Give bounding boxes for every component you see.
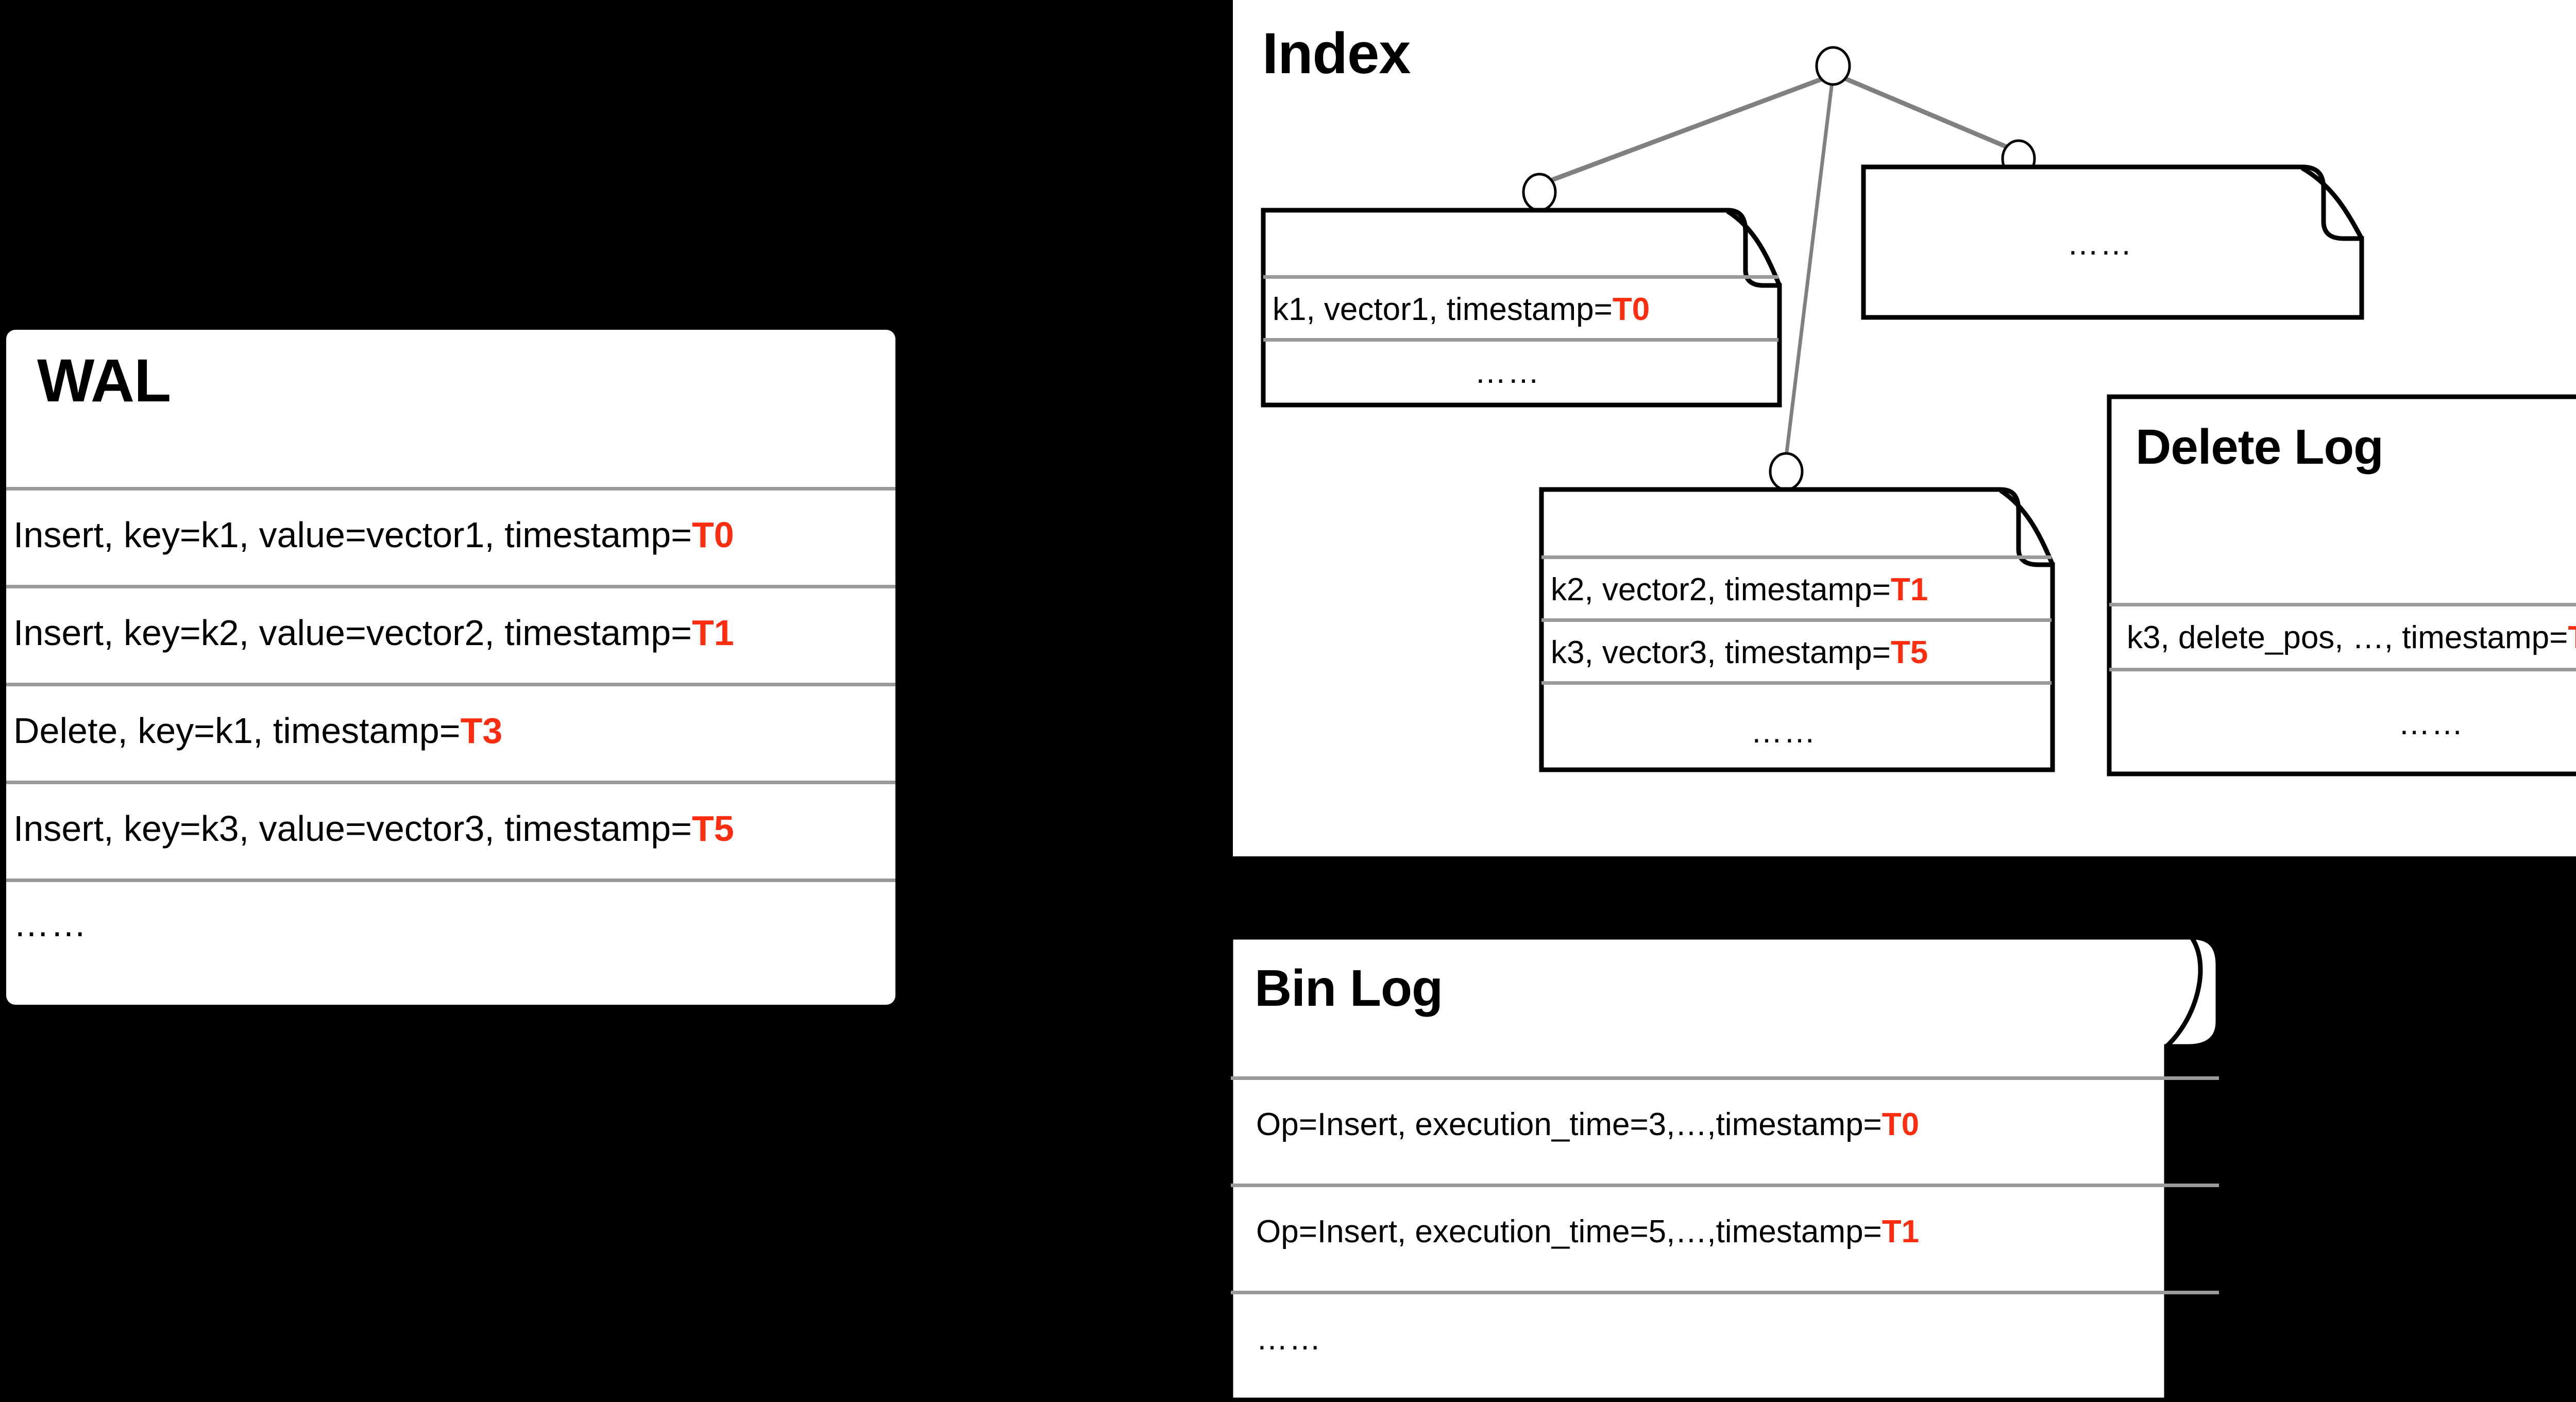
index-leaf-k1-separator-2 [1263, 338, 1778, 342]
wal-title: WAL [37, 347, 171, 415]
wal-row-0-timestamp: T0 [692, 515, 734, 555]
index-leaf-k2k3-row-1: k3, vector3, timestamp=T5 [1551, 637, 1928, 669]
bin-log-separator-3 [1231, 1291, 2219, 1294]
wal-separator-3 [6, 683, 895, 686]
delete-log-separator-1 [2109, 603, 2576, 606]
wal-row-2-timestamp: T3 [460, 711, 503, 751]
index-leaf-k1-separator-1 [1263, 275, 1778, 279]
index-leaf-k1-row-0: k1, vector1, timestamp=T0 [1273, 294, 1650, 326]
bin-log-row-1-timestamp: T1 [1882, 1214, 1920, 1249]
wal-row-0-text: Insert, key=k1, value=vector1, timestamp… [13, 515, 692, 555]
bin-log-title: Bin Log [1255, 959, 1443, 1017]
delete-log-title: Delete Log [2136, 419, 2384, 475]
wal-row-3-text: Insert, key=k3, value=vector3, timestamp… [13, 808, 692, 849]
bin-log-row-0-timestamp: T0 [1882, 1107, 1920, 1142]
wal-separator-2 [6, 585, 895, 588]
wal-row-3: Insert, key=k3, value=vector3, timestamp… [13, 810, 734, 847]
index-leaf-k1-row-0-timestamp: T0 [1612, 292, 1650, 327]
index-leaf-k2k3-separator-1 [1541, 555, 2052, 559]
delete-log-separator-2 [2109, 668, 2576, 671]
index-title: Index [1262, 21, 1411, 86]
index-leaf-k2k3-document [1539, 487, 2055, 772]
bin-log-row-0: Op=Insert, execution_time=3,…,timestamp=… [1256, 1109, 1919, 1141]
wal-row-1: Insert, key=k2, value=vector2, timestamp… [13, 615, 734, 651]
bin-log-separator-1 [1231, 1076, 2219, 1080]
wal-separator-4 [6, 781, 895, 784]
index-leaf-k2k3-row-0-timestamp: T1 [1890, 572, 1928, 607]
bin-log-row-0-text: Op=Insert, execution_time=3,…,timestamp= [1256, 1107, 1882, 1142]
index-leaf-k2k3-row-0-text: k2, vector2, timestamp= [1551, 572, 1891, 607]
index-leaf-k2k3-separator-2 [1541, 618, 2052, 622]
delete-log-row-0-text: k3, delete_pos, …, timestamp= [2127, 620, 2568, 655]
index-leaf-right-row-0-ellipsis: …… [2067, 226, 2133, 262]
delete-log-document [2107, 394, 2576, 776]
index-leaf-k1-row-1-ellipsis: …… [1475, 354, 1540, 390]
wal-separator-5 [6, 879, 895, 882]
wal-panel [6, 330, 895, 1005]
bin-log-row-2-ellipsis: …… [1256, 1321, 1322, 1357]
bin-log-row-1: Op=Insert, execution_time=5,…,timestamp=… [1256, 1216, 1919, 1248]
index-leaf-k2k3-row-1-text: k3, vector3, timestamp= [1551, 635, 1891, 670]
index-leaf-k2k3-row-0: k2, vector2, timestamp=T1 [1551, 574, 1928, 606]
delete-log-row-1-ellipsis: …… [2398, 706, 2464, 741]
bin-log-separator-2 [1231, 1184, 2219, 1187]
wal-row-2-text: Delete, key=k1, timestamp= [13, 711, 461, 751]
delete-log-row-0: k3, delete_pos, …, timestamp=T3 [2127, 622, 2576, 654]
index-leaf-k1-row-0-text: k1, vector1, timestamp= [1273, 292, 1613, 327]
index-leaf-k2k3-row-1-timestamp: T5 [1890, 635, 1928, 670]
index-leaf-right-document [1861, 164, 2364, 320]
wal-row-1-timestamp: T1 [692, 613, 734, 653]
bin-log-row-1-text: Op=Insert, execution_time=5,…,timestamp= [1256, 1214, 1882, 1249]
index-leaf-k2k3-row-2-ellipsis: …… [1751, 714, 1817, 750]
delete-log-row-0-timestamp: T3 [2568, 620, 2576, 655]
index-leaf-k2k3-separator-3 [1541, 681, 2052, 685]
wal-row-1-text: Insert, key=k2, value=vector2, timestamp… [13, 613, 692, 653]
wal-row-0: Insert, key=k1, value=vector1, timestamp… [13, 517, 734, 553]
index-leaf-k1-document [1261, 208, 1782, 408]
bin-log-document [1228, 935, 2221, 1402]
wal-row-3-timestamp: T5 [692, 808, 734, 849]
wal-row-2: Delete, key=k1, timestamp=T3 [13, 713, 502, 749]
wal-separator-1 [6, 487, 895, 491]
wal-row-4-ellipsis: …… [13, 904, 88, 944]
